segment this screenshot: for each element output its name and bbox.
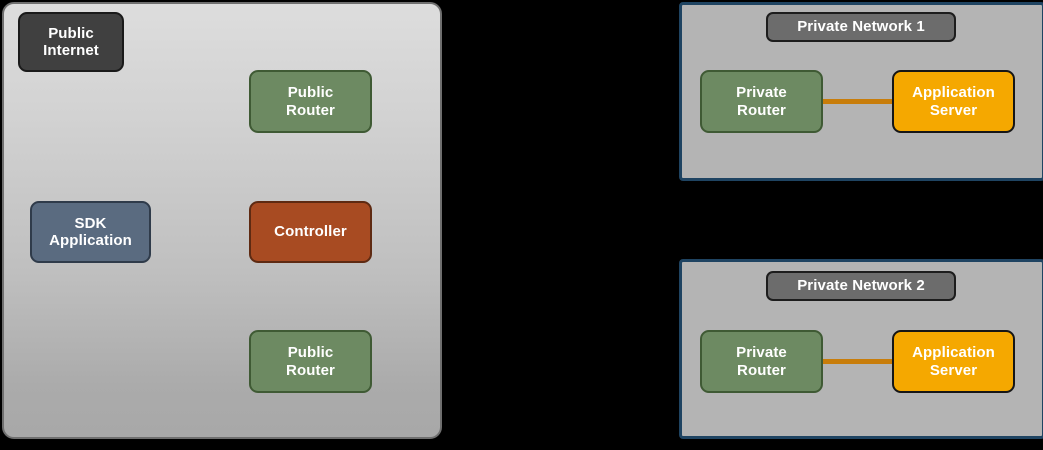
node-application-server-2[interactable]: Application Server (892, 330, 1015, 393)
node-private-router-1[interactable]: Private Router (700, 70, 823, 133)
node-public-router-top-label: Public Router (286, 84, 335, 119)
node-private-router-2-label: Private Router (736, 344, 787, 379)
node-application-server-1-label: Application Server (912, 84, 995, 119)
node-private-router-2[interactable]: Private Router (700, 330, 823, 393)
private-network-2-tag-label: Private Network 2 (797, 277, 925, 295)
node-controller-label: Controller (274, 223, 347, 241)
node-public-router-bottom-label: Public Router (286, 344, 335, 379)
node-public-internet-label: Public Internet (43, 24, 99, 59)
node-private-router-1-label: Private Router (736, 84, 787, 119)
node-controller[interactable]: Controller (249, 201, 372, 263)
link-private-router-2-to-app-server-2 (821, 359, 894, 364)
node-application-server-1[interactable]: Application Server (892, 70, 1015, 133)
link-private-router-1-to-app-server-1 (821, 99, 894, 104)
node-sdk-application[interactable]: SDK Application (30, 201, 151, 263)
private-network-1-tag-label: Private Network 1 (797, 18, 925, 36)
node-application-server-2-label: Application Server (912, 344, 995, 379)
node-public-router-bottom[interactable]: Public Router (249, 330, 372, 393)
node-public-internet[interactable]: Public Internet (18, 12, 124, 72)
node-sdk-application-label: SDK Application (49, 214, 132, 249)
node-public-router-top[interactable]: Public Router (249, 70, 372, 133)
private-network-1-tag: Private Network 1 (766, 12, 956, 42)
private-network-2-tag: Private Network 2 (766, 271, 956, 301)
